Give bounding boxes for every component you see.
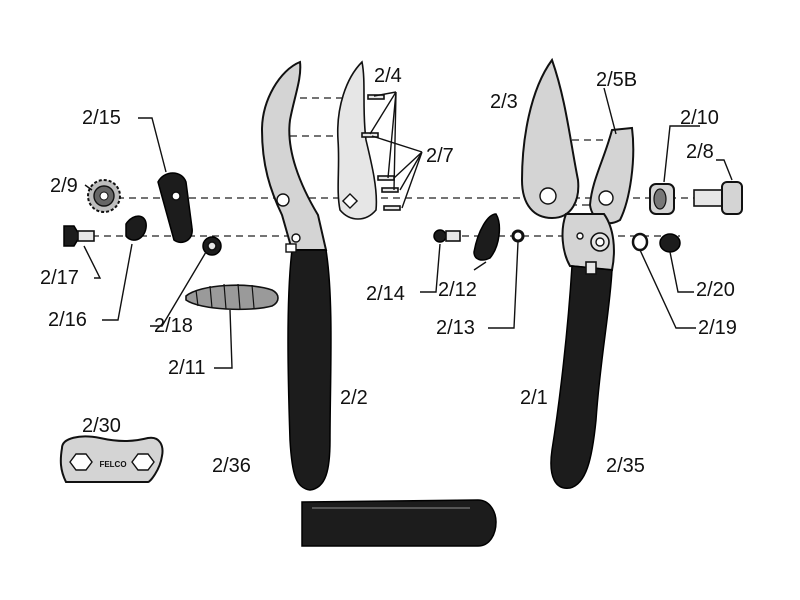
part-2-5B-head-plate	[588, 126, 635, 225]
label-2-10: 2/10	[680, 107, 719, 129]
label-2-14: 2/14	[366, 283, 405, 305]
label-2-9: 2/9	[50, 175, 78, 197]
part-2-4-anvil-blade	[336, 60, 378, 220]
part-2-18-nut	[202, 236, 222, 256]
part-2-12-sap-groove	[473, 213, 501, 261]
label-2-18: 2/18	[154, 315, 193, 337]
label-2-20: 2/20	[696, 279, 735, 301]
part-2-3-cutting-blade	[520, 57, 580, 220]
part-2-13-washer	[511, 229, 525, 243]
part-2-1-lower-handle	[550, 213, 615, 489]
brand-mark: FELCO	[99, 460, 126, 469]
part-2-7-screws	[361, 94, 401, 211]
part-2-8-bolt	[693, 181, 743, 215]
label-2-3: 2/3	[490, 91, 518, 113]
part-2-15-adjusting-plate	[157, 172, 193, 244]
label-2-36: 2/36	[212, 455, 251, 477]
part-2-11-spring	[185, 283, 279, 311]
label-2-7: 2/7	[426, 145, 454, 167]
adjusting-plate-hole	[171, 191, 181, 201]
part-2-10-bushing	[649, 183, 675, 215]
part-2-19-washer	[631, 232, 649, 252]
label-2-30: 2/30	[82, 415, 121, 437]
part-2-16-lock	[125, 215, 147, 241]
label-2-4: 2/4	[374, 65, 402, 87]
label-2-16: 2/16	[48, 309, 87, 331]
part-2-30-wrench: FELCO	[59, 435, 164, 483]
part-labels: 2/4 2/3 2/5B 2/10 2/8 2/7 2/15 2/9 2/17 …	[40, 65, 737, 477]
leader-lines	[83, 87, 733, 369]
label-2-13: 2/13	[436, 317, 475, 339]
label-2-12: 2/12	[438, 279, 477, 301]
label-2-5B: 2/5B	[596, 69, 637, 91]
part-2-20-nut	[659, 233, 681, 253]
label-2-1: 2/1	[520, 387, 548, 409]
handle-sleeve	[301, 499, 497, 547]
part-2-2-upper-handle	[260, 60, 332, 491]
part-2-9-gear-nut	[87, 179, 121, 213]
part-2-17-bolt	[63, 225, 95, 247]
label-2-11: 2/11	[168, 357, 205, 379]
label-2-2: 2/2	[340, 387, 368, 409]
label-2-15: 2/15	[82, 107, 121, 129]
label-2-35: 2/35	[606, 455, 645, 477]
label-2-17: 2/17	[40, 267, 79, 289]
label-2-19: 2/19	[698, 317, 737, 339]
part-2-14-screw	[433, 229, 461, 243]
label-2-8: 2/8	[686, 141, 714, 163]
